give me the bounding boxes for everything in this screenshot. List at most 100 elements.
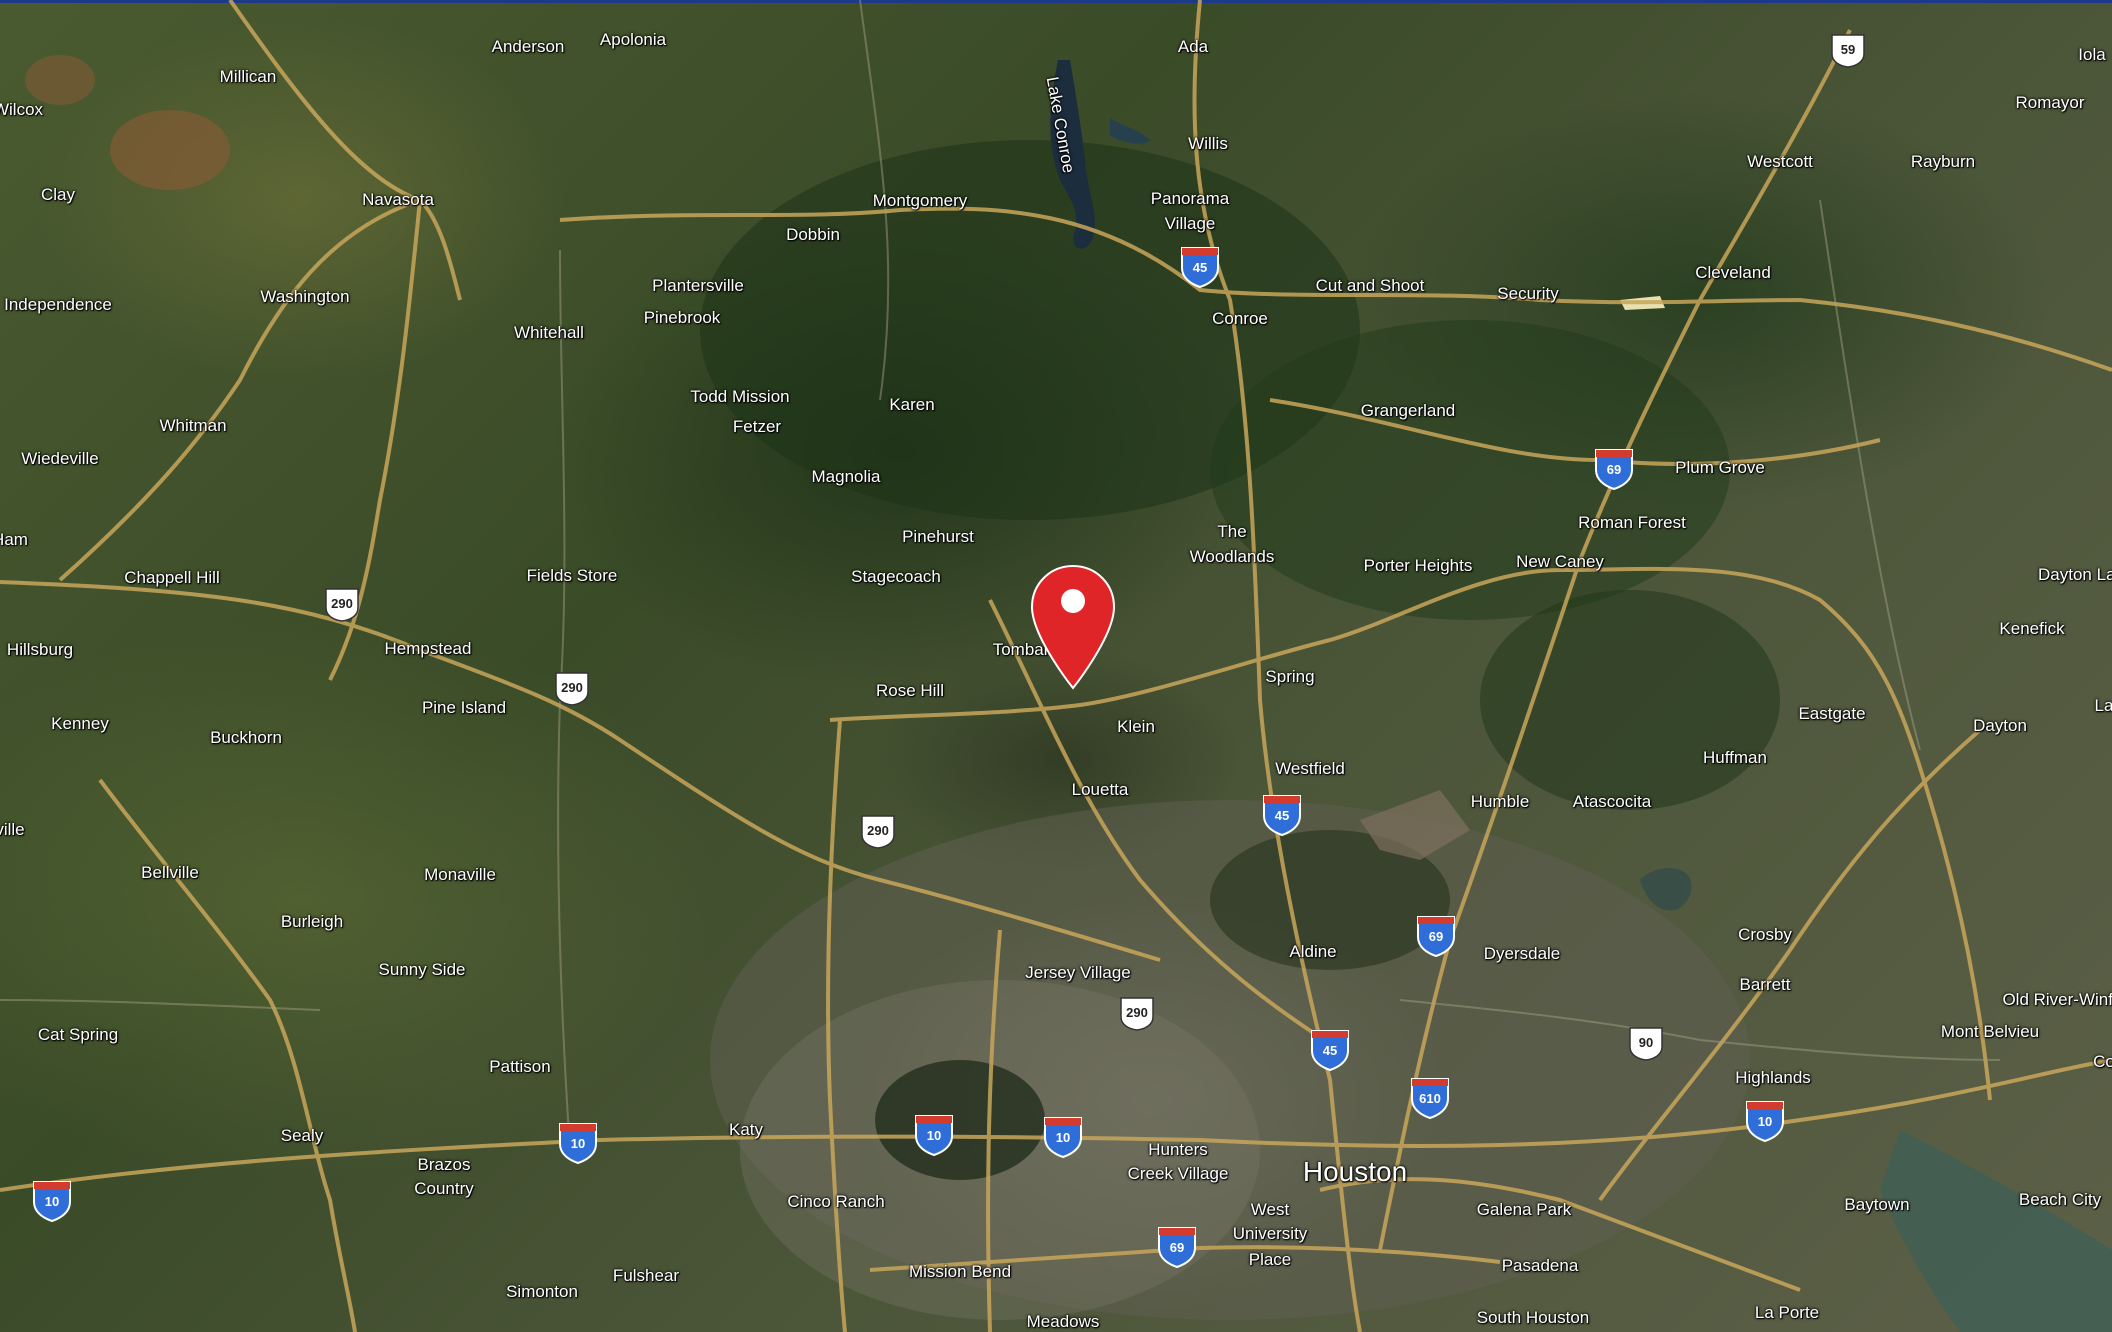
place-label: Atascocita <box>1572 792 1652 811</box>
place-label: Pine Island <box>421 698 507 717</box>
place-label: The <box>1217 522 1247 541</box>
place-label: Klein <box>1117 717 1155 736</box>
place-label: Romayor <box>2015 93 2085 112</box>
place-label: Roman Forest <box>1578 513 1686 532</box>
interstate-number: 45 <box>1322 1043 1338 1058</box>
place-label: Westcott <box>1747 152 1813 171</box>
city-label-houston: Houston <box>1302 1156 1408 1187</box>
place-label: South Houston <box>1476 1308 1590 1327</box>
place-label: Spring <box>1265 667 1315 686</box>
place-label: Willis <box>1188 134 1228 153</box>
place-label: Washington <box>260 287 350 306</box>
place-label: Brazos <box>417 1155 471 1174</box>
place-label: Conroe <box>1212 309 1268 328</box>
place-label: Ham <box>0 530 28 549</box>
us-route-shield-icon: 290 <box>858 813 898 849</box>
place-label: Clay <box>40 185 76 204</box>
place-label: Rayburn <box>1910 152 1976 171</box>
place-label: Meadows <box>1026 1312 1100 1331</box>
place-label: Dyersdale <box>1483 944 1561 963</box>
place-label: Simonton <box>506 1282 578 1301</box>
us-route-shield-icon: 290 <box>322 586 362 622</box>
place-label: Place <box>1248 1250 1292 1269</box>
place-label: Louetta <box>1071 780 1129 799</box>
interstate-number: 45 <box>1192 260 1208 275</box>
place-label: Panorama <box>1150 189 1230 208</box>
place-label: Cut and Shoot <box>1315 276 1425 295</box>
place-label: West <box>1250 1200 1290 1219</box>
place-label: Co <box>2093 1052 2112 1071</box>
place-label: Jersey Village <box>1025 963 1131 982</box>
place-label: Mission Bend <box>908 1262 1012 1281</box>
place-label: Aldine <box>1289 942 1337 961</box>
place-label: Magnolia <box>811 467 881 486</box>
place-label: Dayton Lakes <box>2038 565 2112 584</box>
interstate-shield-icon: 69 <box>1156 1224 1198 1269</box>
interstate-number: 10 <box>926 1128 942 1143</box>
place-label: Galena Park <box>1476 1200 1572 1219</box>
place-label: Baytown <box>1844 1195 1910 1214</box>
place-label: Pattison <box>489 1057 551 1076</box>
us-route-number: 290 <box>561 680 583 695</box>
place-label: Plum Grove <box>1675 458 1765 477</box>
place-label: Stagecoach <box>851 567 941 586</box>
place-label: ville <box>0 820 25 839</box>
top-border <box>0 0 2112 3</box>
place-label: Fetzer <box>732 417 782 436</box>
place-label: Monaville <box>424 865 496 884</box>
us-route-shield-icon: 290 <box>552 670 592 706</box>
place-label: Pinehurst <box>902 527 974 546</box>
place-label: Sealy <box>280 1126 324 1145</box>
location-pin-icon[interactable] <box>1028 562 1118 692</box>
place-label: Rose Hill <box>875 681 945 700</box>
place-label: Iola <box>2078 45 2106 64</box>
place-label: Independence <box>4 295 112 314</box>
place-label: Porter Heights <box>1363 556 1473 575</box>
place-label: Montgomery <box>872 191 968 210</box>
place-label: Eastgate <box>1798 704 1866 723</box>
interstate-shield-icon: 610 <box>1409 1075 1451 1120</box>
place-label: Cat Spring <box>37 1025 119 1044</box>
us-route-number: 90 <box>1638 1035 1654 1050</box>
interstate-shield-icon: 45 <box>1179 244 1221 289</box>
place-label: La Porte <box>1754 1303 1820 1322</box>
place-label: Todd Mission <box>690 387 790 406</box>
interstate-shield-icon: 45 <box>1309 1027 1351 1072</box>
us-route-shield-icon: 59 <box>1828 32 1868 68</box>
place-label: Cleveland <box>1695 263 1771 282</box>
place-label: Navasota <box>362 190 434 209</box>
place-label: Huffman <box>1703 748 1767 767</box>
place-label: Burleigh <box>280 912 344 931</box>
place-label: Kenney <box>51 714 109 733</box>
place-label: Apolonia <box>599 30 667 49</box>
place-label: Fulshear <box>612 1266 680 1285</box>
place-label: Village <box>1164 214 1216 233</box>
place-label: Sunny Side <box>378 960 466 979</box>
place-label: Humble <box>1470 792 1530 811</box>
place-label: Pasadena <box>1501 1256 1579 1275</box>
us-route-number: 59 <box>1840 42 1856 57</box>
place-label: Fields Store <box>526 566 618 585</box>
place-label: Beach City <box>2018 1190 2102 1209</box>
interstate-number: 10 <box>44 1194 60 1209</box>
interstate-number: 10 <box>570 1136 586 1151</box>
place-label: Chappell Hill <box>124 568 220 587</box>
place-label: Barrett <box>1739 975 1791 994</box>
interstate-number: 69 <box>1169 1240 1185 1255</box>
place-label: Highlands <box>1735 1068 1811 1087</box>
place-label: Ada <box>1177 37 1209 56</box>
interstate-shield-icon: 69 <box>1415 913 1457 958</box>
place-label: Hunters <box>1148 1140 1208 1159</box>
place-label: Grangerland <box>1360 401 1456 420</box>
place-label: Woodlands <box>1189 547 1275 566</box>
place-label: Security <box>1497 284 1559 303</box>
place-label: Whitehall <box>514 323 584 342</box>
place-label: New Caney <box>1516 552 1604 571</box>
interstate-number: 69 <box>1428 929 1444 944</box>
us-route-number: 290 <box>331 596 353 611</box>
us-route-shield-icon: 290 <box>1117 995 1157 1031</box>
place-label: Mont Belvieu <box>1940 1022 2040 1041</box>
interstate-number: 10 <box>1055 1130 1071 1145</box>
